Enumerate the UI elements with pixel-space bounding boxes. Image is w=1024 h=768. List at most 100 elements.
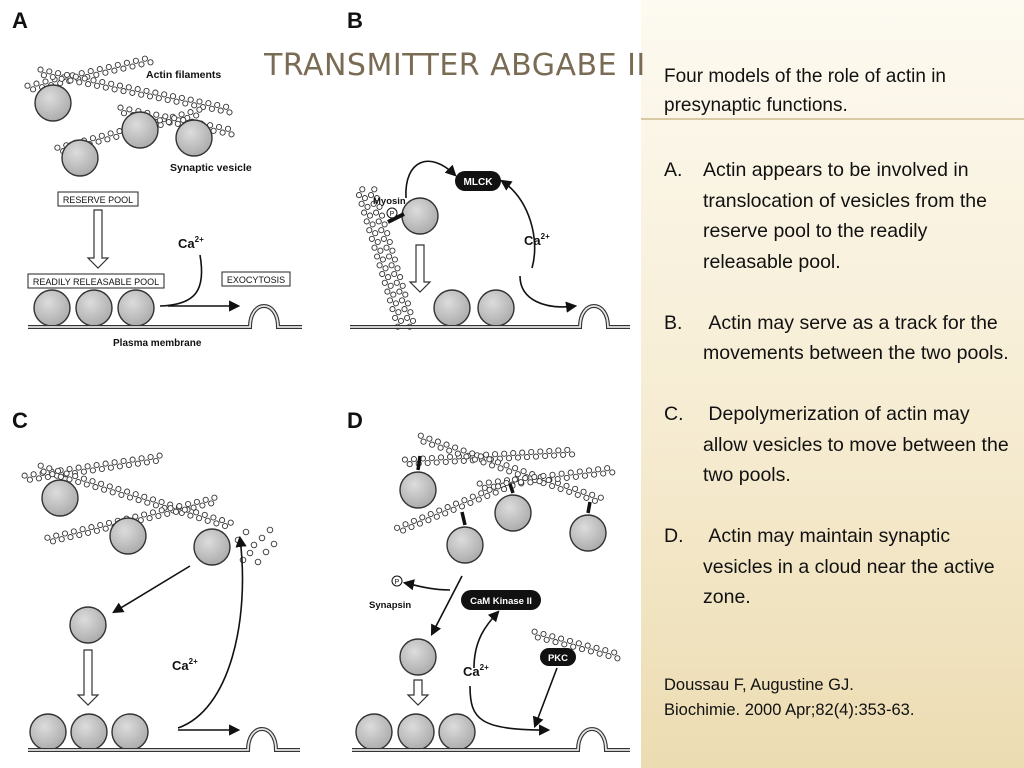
panel-letter-d: D [347, 408, 363, 433]
actin-filament [394, 476, 524, 534]
arrow-curve [469, 685, 551, 736]
actin-monomer [147, 59, 154, 66]
label-synapsin: Synapsin [369, 600, 411, 611]
actin-monomer [221, 522, 229, 530]
actin-monomer [392, 300, 399, 307]
actin-monomer [40, 468, 47, 475]
reference-citation: Biochimie. 2000 Apr;82(4):353-63. [664, 701, 915, 719]
synaptic-vesicle [34, 84, 72, 122]
actin-monomer [433, 513, 440, 520]
open-arrow-shape [408, 244, 432, 293]
actin-monomer [575, 640, 582, 647]
open-arrow [86, 209, 110, 269]
actin-monomer [417, 432, 424, 439]
actin-monomer [171, 115, 178, 122]
actin-monomer [545, 477, 552, 484]
actin-monomer [102, 69, 109, 76]
actin-monomer [153, 111, 160, 118]
actin-monomer [80, 475, 87, 482]
label-calcium-b: Ca2+ [524, 232, 550, 248]
actin-monomer [385, 274, 392, 281]
actin-monomer [213, 520, 220, 527]
arrow-line [460, 511, 467, 526]
synaptic-vesicle [29, 713, 67, 751]
actin-monomer [141, 55, 148, 62]
actin-monomer [566, 637, 574, 644]
synaptic-vesicle [121, 111, 159, 149]
label-calcium-a: Ca2+ [178, 235, 204, 251]
actin-monomer [393, 279, 400, 286]
actin-monomer [392, 314, 399, 321]
actin-monomer [381, 221, 388, 228]
actin-monomer [138, 91, 145, 98]
open-arrow-shape [86, 209, 110, 269]
actin-monomer [591, 497, 598, 504]
actin-monomer [172, 508, 180, 515]
actin-monomer [486, 456, 493, 463]
actin-monomer [398, 297, 406, 304]
actin-monomer [390, 291, 397, 298]
synaptic-vesicle [193, 528, 231, 566]
model-list: A.Actin appears to be involved in transl… [664, 155, 1019, 643]
open-arrow [406, 679, 430, 706]
actin-monomer [174, 120, 181, 127]
actin-monomer [379, 256, 386, 263]
actin-monomer [469, 493, 476, 500]
actin-monomer [126, 494, 134, 501]
actin-monomer [551, 452, 558, 459]
actin-monomer [72, 73, 79, 80]
label-mlck: MLCK [464, 177, 494, 188]
plasma-membrane-inner [28, 728, 300, 751]
actin-monomer [124, 488, 131, 495]
actin-monomer [358, 200, 365, 207]
actin-monomer [158, 507, 165, 514]
actin-monomer [552, 639, 559, 646]
synaptic-vesicle [438, 713, 476, 751]
synaptic-vesicle [569, 514, 607, 552]
actin-monomer [129, 89, 136, 96]
actin-monomer [75, 478, 82, 486]
actin-monomer-free [254, 558, 262, 566]
actin-monomer [97, 521, 104, 529]
model-letter: D. [664, 525, 684, 547]
actin-monomer [107, 464, 114, 471]
actin-monomer [162, 113, 169, 120]
label-pkc: PKC [548, 653, 568, 664]
synaptic-vesicle [109, 517, 147, 555]
actin-monomer [359, 186, 366, 193]
actin-monomer [549, 633, 556, 640]
actin-monomer [436, 507, 443, 514]
actin-monomer [572, 473, 579, 480]
actin-monomer [125, 461, 132, 469]
actin-monomer-free [266, 526, 274, 534]
actin-monomer-free [270, 540, 278, 548]
plasma-membrane-inner [350, 305, 630, 328]
actin-monomer [391, 256, 398, 263]
synaptic-vesicle [446, 526, 484, 564]
actin-monomer [394, 524, 401, 531]
actin-monomer [191, 102, 198, 109]
actin-monomer [146, 515, 153, 522]
actin-monomer [210, 514, 217, 521]
actin-monomer [452, 444, 459, 451]
actin-monomer [181, 506, 188, 513]
actin-monomer [106, 483, 113, 490]
model-item-d: D. Actin may maintain synaptic vesicles … [664, 521, 1019, 613]
actin-monomer [406, 461, 413, 468]
actin-filament [37, 66, 233, 116]
model-item-b: B. Actin may serve as a track for the mo… [664, 308, 1019, 369]
actin-monomer [397, 274, 404, 281]
actin-monomer [89, 467, 96, 474]
actin-monomer [400, 527, 407, 534]
actin-monomer [382, 265, 389, 272]
actin-monomer [149, 509, 156, 516]
actin-monomer [199, 502, 206, 509]
actin-monomer [44, 534, 51, 541]
actin-monomer [96, 66, 103, 73]
actin-monomer [528, 448, 535, 456]
actin-monomer [75, 464, 82, 471]
actin-monomer [469, 450, 476, 457]
actin-monomer [187, 512, 194, 519]
actin-models-figure: A B C D Actin filaments Synaptic vesicle… [12, 8, 630, 752]
actin-monomer [514, 471, 521, 478]
